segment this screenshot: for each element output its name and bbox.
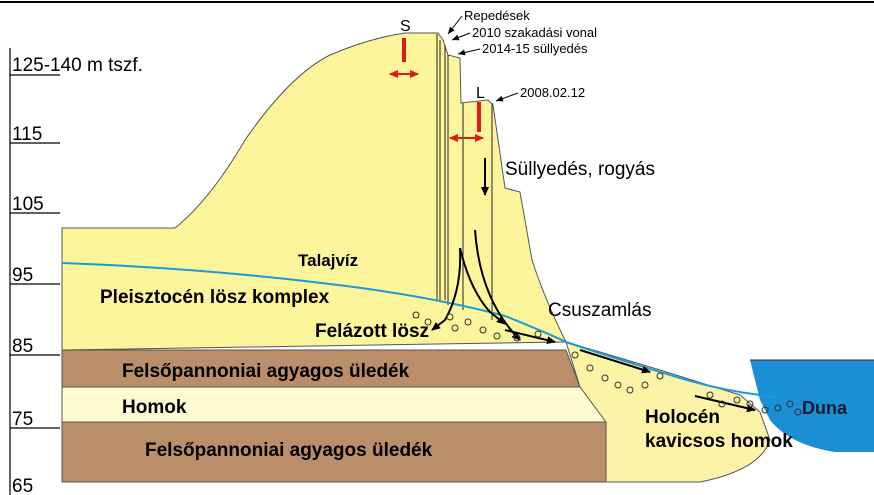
label-landslide: Csuszamlás — [548, 300, 651, 321]
tick-115: 115 — [12, 124, 42, 145]
label-danube: Duna — [802, 398, 848, 418]
tick-75: 75 — [12, 409, 33, 430]
tick-105: 105 — [12, 194, 44, 215]
label-loosened-loess: Felázott lösz — [315, 321, 429, 342]
label-date-2008: 2008.02.12 — [520, 85, 585, 100]
label-groundwater: Talajvíz — [298, 251, 358, 270]
label-subsidence: Süllyedés, rogyás — [505, 159, 655, 180]
label-lower-clay: Felsőpannoniai agyagos üledék — [145, 440, 433, 461]
tick-95: 95 — [12, 265, 33, 286]
label-scarp-2010: 2010 szakadási vonal — [472, 25, 597, 40]
tick-65: 65 — [12, 476, 33, 495]
label-sand: Homok — [122, 397, 187, 418]
label-marker-l: L — [476, 85, 485, 102]
tick-85: 85 — [12, 336, 33, 357]
label-cracks: Repedések — [464, 8, 530, 23]
label-holocene-2: kavicsos homok — [645, 431, 793, 452]
label-subsidence-2014: 2014-15 süllyedés — [482, 41, 588, 56]
label-upper-clay: Felsőpannoniai agyagos üledék — [122, 361, 410, 382]
label-marker-s: S — [400, 18, 411, 35]
label-pleistocene: Pleisztocén lösz komplex — [100, 287, 330, 308]
label-holocene-1: Holocén — [645, 407, 720, 428]
tick-125: 125-140 m tszf. — [12, 55, 143, 76]
